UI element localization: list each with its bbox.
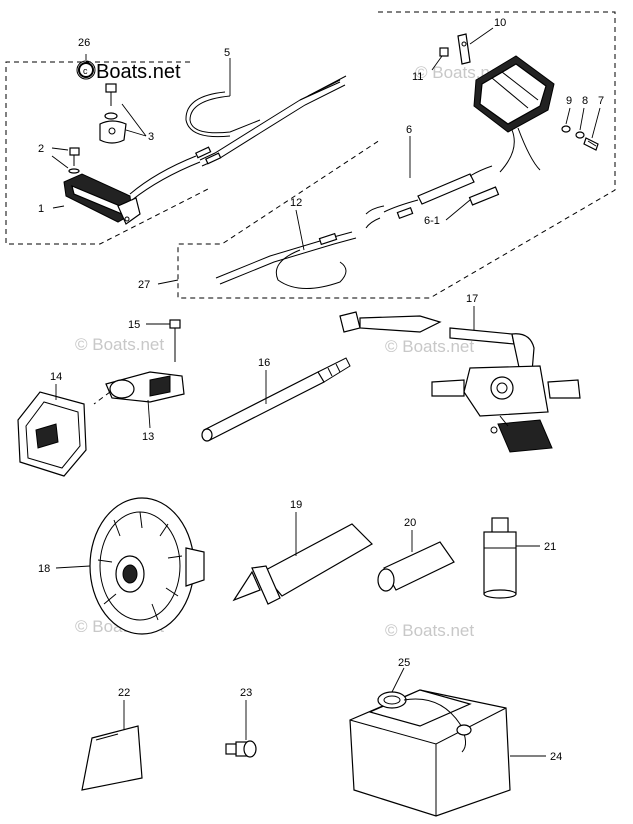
callout-8: 8 [582, 95, 588, 107]
rectifier-body [473, 55, 555, 173]
part-20-tube [377, 541, 455, 592]
part-5-harness [185, 75, 347, 167]
callout-5: 5 [224, 47, 230, 59]
callout-9: 9 [566, 95, 572, 107]
part-7-screw [583, 137, 599, 151]
part-12-harness [215, 231, 357, 290]
part-19-tube [232, 523, 373, 605]
part-15-screw [169, 319, 181, 362]
part-8-washer [575, 131, 585, 139]
part-13-bracket [93, 371, 185, 405]
callout-19: 19 [290, 499, 302, 511]
watermark-faint: © Boats.net [385, 621, 474, 640]
callout-22: 22 [118, 687, 130, 699]
callout-1: 1 [38, 203, 44, 215]
part-26-ring [76, 60, 96, 80]
part-24-fuel-tank [349, 689, 511, 817]
part-21-bottle [483, 517, 517, 599]
callout-3: 3 [148, 131, 154, 143]
part-6-1-fuse [468, 186, 500, 206]
callout-labels: 26 1 2 3 5 6 6-1 7 8 9 10 11 12 27 15 13… [38, 17, 604, 763]
part-23-fitting [225, 740, 257, 758]
callout-10: 10 [494, 17, 506, 29]
callout-20: 20 [404, 517, 416, 529]
part-11-nut [439, 47, 449, 57]
callout-21: 21 [544, 541, 556, 553]
watermark-faint: © Boats.net [75, 335, 164, 354]
part-10-bracket [457, 33, 471, 65]
callout-13: 13 [142, 431, 154, 443]
part-22-decal [81, 725, 143, 791]
part-6-fuse-holder [365, 165, 493, 229]
callout-11: 11 [412, 71, 423, 83]
callout-18: 18 [38, 563, 50, 575]
group-box-right [177, 11, 616, 299]
callout-12: 12 [290, 197, 302, 209]
callout-24: 24 [550, 751, 562, 763]
callout-17: 17 [466, 293, 478, 305]
svg-text:c: c [83, 66, 88, 76]
callout-6: 6 [406, 124, 412, 136]
callout-6-1: 6-1 [424, 215, 440, 227]
callout-7: 7 [598, 95, 604, 107]
callout-26: 26 [78, 37, 90, 49]
callout-27: 27 [138, 279, 150, 291]
callout-16: 16 [258, 357, 270, 369]
part-1-connector [63, 155, 201, 225]
callout-15: 15 [128, 319, 140, 331]
part-9-washer [561, 125, 571, 133]
part-18-rewind-cover [89, 497, 205, 635]
part-2-screw [68, 147, 80, 174]
part-17-remote-control [339, 311, 581, 453]
leader-lines [51, 27, 601, 757]
watermark-main: c Boats.net [78, 61, 181, 83]
callout-25: 25 [398, 657, 410, 669]
watermark-main-text: Boats.net [96, 61, 181, 83]
callout-23: 23 [240, 687, 252, 699]
watermark-faint: © Boats.net [385, 337, 474, 356]
part-14-grommet [17, 391, 87, 477]
callout-14: 14 [50, 371, 62, 383]
callout-2: 2 [38, 143, 44, 155]
part-16-shaft [201, 357, 351, 442]
part-3-screw-clamp [99, 83, 127, 144]
part-25-cap [377, 691, 472, 753]
